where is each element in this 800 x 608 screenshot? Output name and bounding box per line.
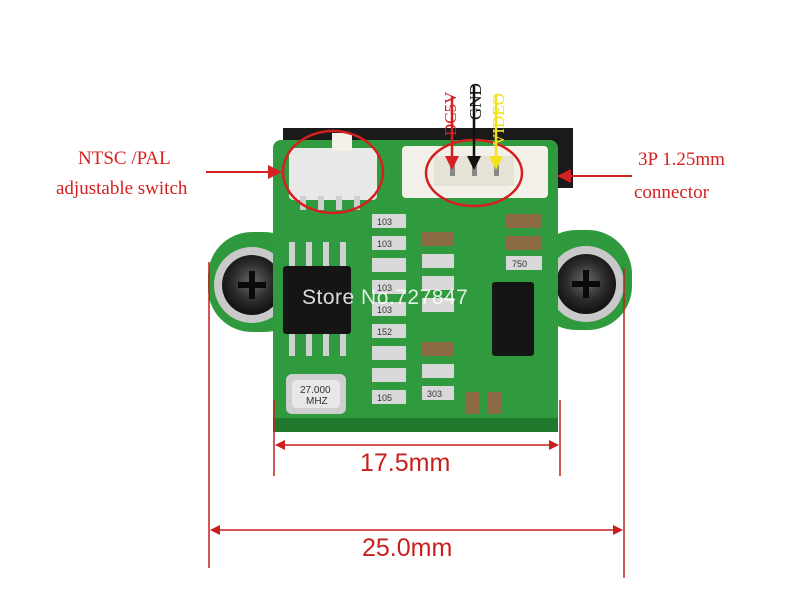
connector-label-line1: 3P 1.25mm [638, 149, 725, 170]
switch-arrow-icon [268, 165, 282, 179]
inner-dimension-label: 17.5mm [360, 449, 451, 477]
outer-dimension-label: 25.0mm [362, 534, 453, 562]
ntsc-pal-switch [289, 148, 377, 200]
resistor-label: 152 [377, 327, 392, 337]
store-watermark: Store No.727847 [302, 286, 469, 309]
crystal-frequency: 27.000 [300, 385, 331, 396]
left-screw-cross [238, 271, 266, 299]
pin-label-video: VIDEO [489, 93, 508, 146]
switch-highlight-ellipse [281, 129, 385, 215]
resistor-label: 105 [377, 393, 392, 403]
switch-knob [332, 133, 352, 151]
switch-label-line1: NTSC /PAL [78, 148, 171, 169]
smd-component-grid [372, 214, 542, 414]
video-arrow-icon [489, 156, 503, 170]
transistor-array [492, 282, 534, 356]
connector-arrow-icon [557, 169, 571, 183]
right-screw-cross [572, 270, 600, 298]
pin-label-dc5v: DC5V [441, 91, 460, 136]
crystal-unit: MHZ [306, 396, 328, 407]
pin-label-gnd: GND [466, 83, 485, 120]
dc5v-arrow-icon [445, 156, 459, 170]
resistor-label: 750 [512, 259, 527, 269]
ic-chip [283, 266, 351, 334]
resistor-label: 103 [377, 217, 392, 227]
resistor-label: 103 [377, 283, 392, 293]
resistor-label: 303 [427, 389, 442, 399]
resistor-label: 103 [377, 239, 392, 249]
connector-label-line2: connector [634, 182, 709, 203]
pcb-edge [273, 418, 558, 432]
resistor-label: 103 [377, 305, 392, 315]
switch-label-line2: adjustable switch [56, 178, 188, 199]
gnd-arrow-icon [467, 156, 481, 170]
